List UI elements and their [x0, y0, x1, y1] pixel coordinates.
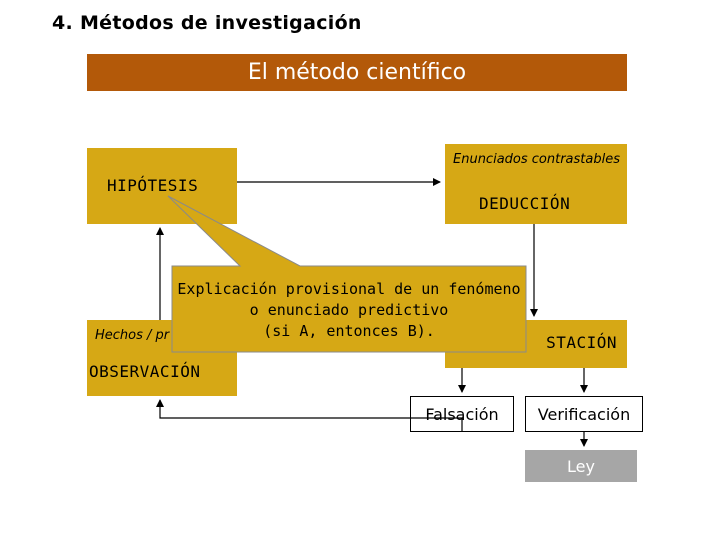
contrastacion-label: STACIÓN: [546, 333, 617, 352]
callout-text: Explicación provisional de un fenómeno o…: [172, 279, 526, 342]
ley-label: Ley: [567, 456, 595, 476]
callout-line-2: o enunciado predictivo: [249, 301, 449, 319]
banner-title: El método científico: [247, 60, 467, 85]
title-banner: El método científico: [87, 54, 627, 91]
section-title: 4. Métodos de investigación: [52, 12, 362, 34]
hipotesis-label: HIPÓTESIS: [107, 176, 199, 195]
observacion-label: OBSERVACIÓN: [89, 362, 201, 381]
callout-bubble: [167, 195, 527, 353]
verificacion-label: Verificación: [537, 404, 631, 424]
deduccion-label: DEDUCCIÓN: [479, 194, 571, 213]
hipotesis-box: HIPÓTESIS: [87, 148, 237, 224]
observacion-subtitle: Hechos / pr: [95, 328, 170, 343]
falsacion-label: Falsación: [425, 404, 499, 424]
deduccion-box: Enunciados contrastables DEDUCCIÓN: [445, 144, 627, 224]
callout-line-1: Explicación provisional de un fenómeno: [177, 280, 521, 298]
arrow-falsacion-observacion: [156, 399, 463, 432]
verificacion-box: Verificación: [525, 396, 643, 432]
callout-line-3: (si A, entonces B).: [263, 322, 435, 340]
deduccion-subtitle: Enunciados contrastables: [453, 152, 620, 167]
ley-box: Ley: [525, 450, 637, 482]
